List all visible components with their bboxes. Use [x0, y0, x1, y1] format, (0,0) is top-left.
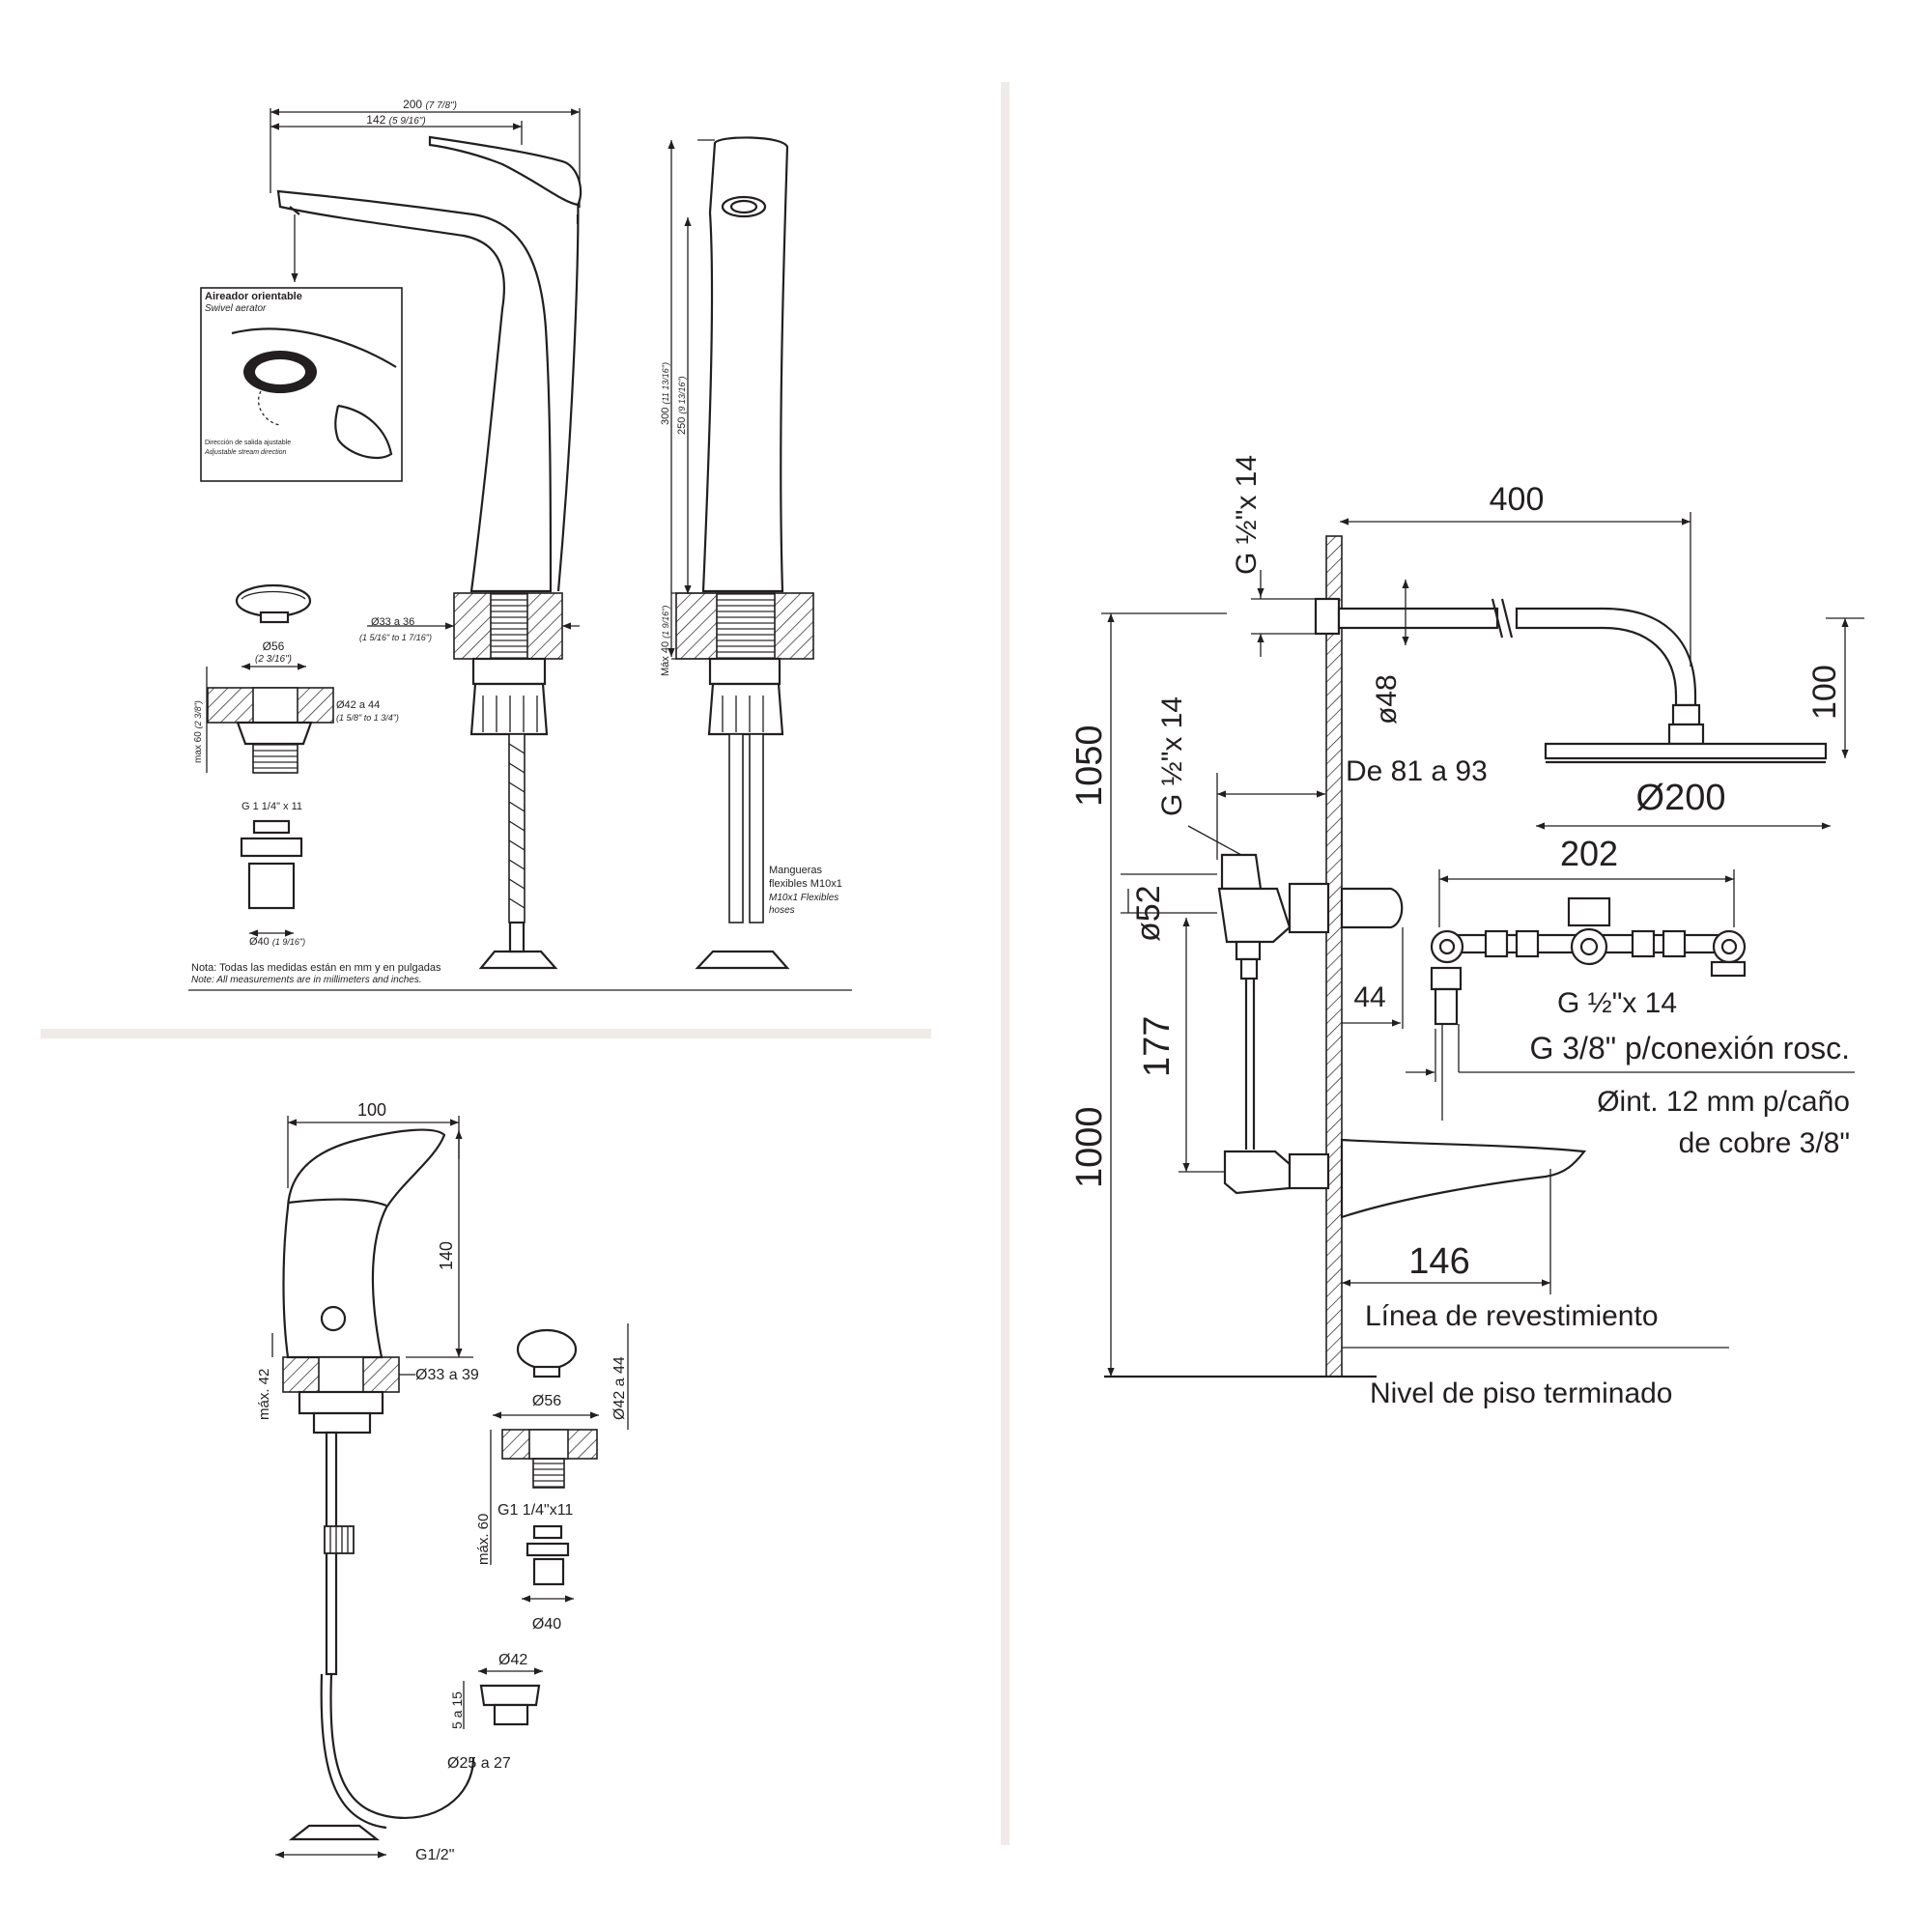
valve-thread-label: G ½"x 14	[1156, 696, 1188, 816]
short-hose-thread: G1/2"	[415, 1847, 454, 1863]
tall-deck-label: Máx 40 (1 9/16")	[660, 606, 671, 676]
short-drain-cap: Ø56	[532, 1393, 561, 1409]
svg-text:(1 5/8" to 1 3/4"): (1 5/8" to 1 3/4")	[336, 713, 399, 723]
finish-line-label: Línea de revestimiento	[1365, 1300, 1659, 1332]
wall-section	[1325, 535, 1343, 1378]
tall-drain-drawing: Ø56 (2 3/16") Ø42 a 44 (1 5/8" to 1 3/4"…	[193, 583, 399, 948]
hoses-label-3: M10x1 Flexibles	[769, 893, 838, 903]
note-es: Nota: Todas las medidas están en mm y en…	[191, 962, 441, 974]
aerator-note: Dirección de salida ajustable	[205, 440, 291, 446]
connector-range: 5 a 15	[449, 1691, 465, 1729]
valve-manifold: 202 G ½"x 14 G 3/8" p/conexión rosc. Øin…	[1406, 834, 1855, 1159]
aerator-note-en: Adjustable stream direction	[204, 449, 287, 456]
horizontal-divider	[41, 1029, 931, 1038]
arm-thread-label: G ½"x 14	[1231, 455, 1263, 575]
tall-faucet-side-body	[701, 136, 789, 593]
svg-text:(2 3/16"): (2 3/16")	[255, 654, 292, 665]
valve-body-label: ø52	[1130, 885, 1167, 942]
hoses-label-2: flexibles M10x1	[769, 878, 842, 890]
head-diameter-label: Ø200	[1636, 778, 1726, 818]
tall-faucet-body	[276, 189, 553, 593]
tall-width-label: 200 (7 7/8")	[403, 98, 457, 111]
shower-height-label: 1050	[1069, 724, 1110, 807]
svg-text:max 60 (2 3/8"): max 60 (2 3/8")	[193, 700, 204, 763]
valve-projection-label: 44	[1353, 981, 1385, 1013]
conn-thread-label: G 3/8" p/conexión rosc.	[1529, 1031, 1850, 1065]
tall-reach-label: 142 (5 9/16")	[366, 113, 425, 127]
connector-hole: Ø25 a 27	[447, 1755, 511, 1772]
floor-line-label: Nivel de piso terminado	[1370, 1378, 1673, 1409]
arm-length-label: 400	[1490, 481, 1545, 518]
vertical-divider	[1001, 82, 1009, 1845]
manifold-thread-label: G ½"x 14	[1557, 987, 1677, 1019]
short-drain-max: máx. 60	[475, 1514, 492, 1565]
short-deck-label: máx. 42	[256, 1369, 272, 1420]
short-height-label: 140	[437, 1241, 456, 1270]
svg-text:Ø42 a 44: Ø42 a 44	[336, 699, 380, 711]
tall-faucet-lever	[428, 135, 582, 207]
tall-height-label: 300 (11 13/16")	[660, 362, 671, 425]
short-faucet-drawing: 100 140 Ø33 a 39 máx. 42 G1/2" Ø56 Ø42 a…	[256, 1100, 629, 1863]
spout-height-label: 1000	[1069, 1106, 1110, 1188]
head-drop-label: 100	[1806, 665, 1843, 720]
short-width-label: 100	[357, 1100, 386, 1120]
pipe-note-1: Øint. 12 mm p/caño	[1597, 1086, 1850, 1118]
wall-depth-label: De 81 a 93	[1346, 755, 1488, 787]
short-drain-hole: Ø42 a 44	[611, 1356, 628, 1420]
aerator-title-en: Swivel aerator	[205, 303, 267, 314]
tall-drain-outlet: Ø40 (1 9/16")	[249, 936, 305, 948]
bath-spout	[1340, 1138, 1587, 1219]
short-faucet-body	[282, 1128, 446, 1359]
short-drain-outlet: Ø40	[532, 1616, 561, 1633]
svg-text:Ø56: Ø56	[263, 639, 285, 653]
hoses-label-4: hoses	[769, 905, 795, 916]
tall-hole-label: Ø33 a 36	[371, 616, 414, 628]
svg-text:G 1 1/4" x 11: G 1 1/4" x 11	[242, 801, 302, 812]
tall-faucet-drawing: 200 (7 7/8") 142 (5 9/16") Ø33 a 36 (1 5…	[188, 98, 852, 991]
spout-reach-label: 146	[1408, 1241, 1469, 1282]
manifold-width-label: 202	[1560, 834, 1618, 873]
tall-spout-height-label: 250 (9 13/16")	[676, 376, 688, 435]
note-en: Note: All measurements are in millimeter…	[191, 975, 422, 985]
shower-drawing: Nivel de piso terminado Línea de revesti…	[1069, 455, 1864, 1409]
aerator-title: Aireador orientable	[205, 291, 302, 302]
short-drain-thread: G1 1/4"x11	[497, 1502, 573, 1519]
short-hole-label: Ø33 a 39	[415, 1367, 479, 1383]
tall-hole-label-in: (1 5/16" to 1 7/16")	[359, 633, 432, 642]
flange-diameter-label: ø48	[1371, 674, 1403, 724]
pipe-note-2: de cobre 3/8"	[1679, 1127, 1850, 1159]
hoses-label-1: Mangueras	[769, 865, 823, 876]
connector-diameter: Ø42	[498, 1652, 527, 1668]
valve-spacing-label: 177	[1137, 1016, 1178, 1077]
